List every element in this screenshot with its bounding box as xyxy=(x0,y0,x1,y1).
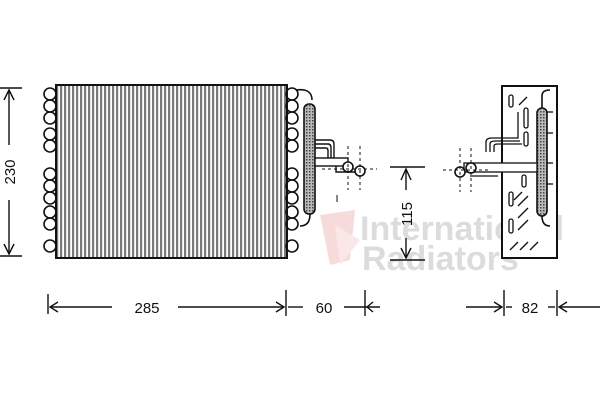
dimension-width-label: 285 xyxy=(134,300,159,317)
watermark-logo-icon xyxy=(320,210,360,265)
dimension-width xyxy=(47,290,380,316)
dimension-height-label: 230 xyxy=(2,159,19,184)
evaporator-front-view xyxy=(43,84,377,259)
dimension-pipe-offset xyxy=(390,166,425,261)
left-tube-bends xyxy=(43,87,57,253)
dimension-side-width-label: 82 xyxy=(522,300,539,317)
watermark-line2: Radiators xyxy=(362,240,519,278)
dimension-depth-label: 60 xyxy=(316,300,333,317)
dimension-height xyxy=(0,87,22,257)
right-tube-bends xyxy=(285,87,299,253)
dimension-pipe-offset-label: 115 xyxy=(399,202,416,226)
evaporator-side-view xyxy=(443,85,558,259)
dimension-side-width xyxy=(466,290,600,316)
